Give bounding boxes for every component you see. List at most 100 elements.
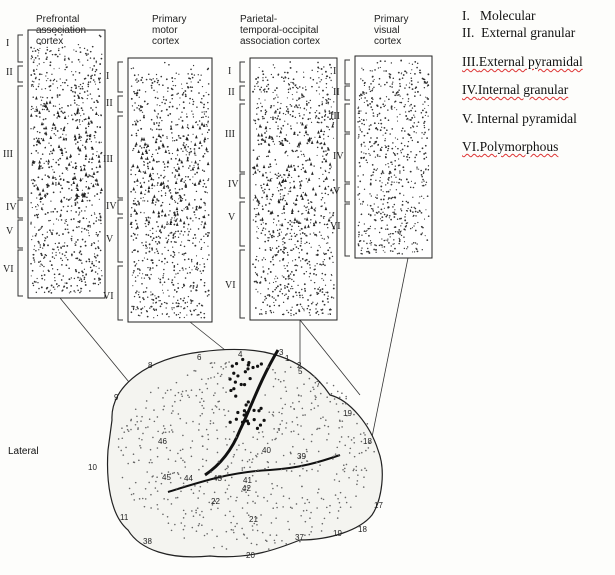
neuron-mark <box>270 210 274 214</box>
neuron-dot <box>164 102 166 105</box>
brain-texture-dot <box>261 531 264 534</box>
neuron-dot <box>200 248 203 251</box>
neuron-dot <box>161 119 163 122</box>
neuron-dot <box>322 150 325 153</box>
neuron-dot <box>182 135 185 138</box>
neuron-dot <box>92 282 95 285</box>
neuron-dot <box>55 283 58 285</box>
neuron-dot <box>184 302 187 304</box>
neuron-dot <box>323 119 326 121</box>
neuron-dot <box>318 286 320 288</box>
neuron-mark <box>135 211 138 215</box>
neuron-dot <box>171 279 174 281</box>
neuron-dot <box>371 100 373 103</box>
brain-texture-dot <box>281 412 283 415</box>
neuron-dot <box>279 228 281 231</box>
neuron-dot <box>307 299 309 301</box>
neuron-dot <box>426 239 429 241</box>
neuron-dot <box>294 259 297 261</box>
neuron-dot <box>324 304 326 306</box>
neuron-dot <box>253 280 256 283</box>
neuron-dot <box>158 83 160 86</box>
neuron-dot <box>208 129 210 131</box>
neuron-dot <box>41 277 44 280</box>
neuron-dot <box>47 78 49 80</box>
neuron-dot <box>257 169 259 171</box>
neuron-dot <box>58 107 61 110</box>
brain-texture-dot <box>257 469 259 471</box>
central-sulcus <box>204 349 280 477</box>
neuron-dot <box>324 284 327 286</box>
brain-texture-dot <box>279 423 282 426</box>
neuron-dot <box>265 90 268 93</box>
neuron-mark <box>202 224 206 229</box>
neuron-dot <box>98 95 101 97</box>
neuron-dot <box>38 52 40 54</box>
neuron-dot <box>171 98 173 100</box>
brain-texture-dot <box>236 522 238 525</box>
neuron-dot <box>292 150 294 153</box>
neuron-dot <box>172 302 174 304</box>
neuron-dot <box>329 308 332 311</box>
neuron-mark <box>142 137 146 141</box>
neuron-dot <box>360 78 362 80</box>
neuron-dot <box>316 254 319 257</box>
neuron-dot <box>272 281 275 284</box>
neuron-dot <box>154 295 156 297</box>
neuron-dot <box>151 187 153 189</box>
neuron-dot <box>59 215 62 218</box>
neuron-dot <box>194 233 196 236</box>
neuron-dot <box>299 233 302 235</box>
brain-texture-dot <box>341 426 343 428</box>
neuron-dot <box>318 177 320 180</box>
neuron-dot <box>31 206 33 209</box>
neuron-dot <box>314 117 317 119</box>
neuron-mark <box>162 180 165 185</box>
neuron-dot <box>271 236 273 239</box>
neuron-dot <box>379 129 382 132</box>
neuron-dot <box>192 64 195 67</box>
neuron-dot <box>174 236 176 238</box>
neuron-dot <box>174 217 176 219</box>
neuron-dot <box>372 210 375 212</box>
neuron-dot <box>65 134 67 136</box>
neuron-dot <box>205 150 208 152</box>
neuron-dot <box>327 103 329 105</box>
brain-texture-dot <box>138 459 140 462</box>
neuron-mark <box>60 150 64 155</box>
neuron-dot <box>265 111 268 113</box>
neuron-dot <box>44 132 47 135</box>
brain-texture-dot <box>248 376 252 381</box>
neuron-dot <box>149 217 151 219</box>
neuron-dot <box>404 70 406 73</box>
brain-texture-dot <box>142 432 144 435</box>
neuron-dot <box>269 233 271 235</box>
neuron-dot <box>361 94 363 96</box>
neuron-dot <box>203 284 206 287</box>
neuron-dot <box>373 203 375 205</box>
neuron-dot <box>53 114 55 116</box>
neuron-dot <box>155 128 158 130</box>
neuron-dot <box>135 237 138 240</box>
neuron-dot <box>266 304 269 306</box>
neuron-dot <box>81 189 83 191</box>
neuron-dot <box>405 72 408 74</box>
neuron-dot <box>94 195 96 197</box>
neuron-dot <box>60 213 62 215</box>
layer-label: I <box>6 38 10 49</box>
neuron-dot <box>422 172 425 175</box>
neuron-dot <box>304 287 306 290</box>
neuron-dot <box>35 114 38 117</box>
neuron-dot <box>301 294 303 296</box>
neuron-dot <box>82 217 85 220</box>
neuron-dot <box>314 136 316 138</box>
neuron-dot <box>371 97 373 99</box>
neuron-dot <box>195 121 198 123</box>
neuron-dot <box>56 286 59 288</box>
neuron-dot <box>171 77 174 79</box>
neuron-dot <box>396 109 398 111</box>
neuron-dot <box>272 255 274 257</box>
neuron-dot <box>388 98 390 101</box>
brain-texture-dot <box>251 461 253 464</box>
neuron-dot <box>50 144 52 147</box>
